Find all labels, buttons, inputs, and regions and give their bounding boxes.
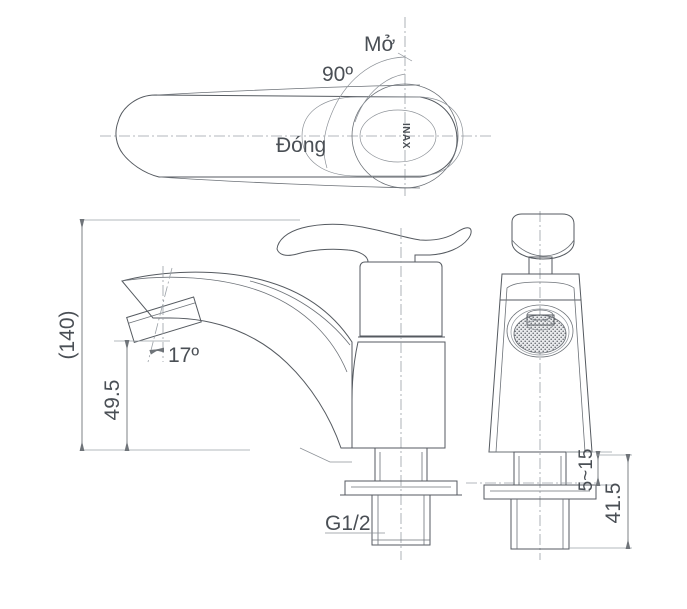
side-lever-cap-seam bbox=[511, 239, 575, 257]
aerator-center-boss bbox=[526, 314, 555, 326]
front-lever-profile bbox=[276, 223, 472, 263]
front-elevation: 17º G1/2 bbox=[121, 223, 472, 560]
open-label: Mở bbox=[364, 33, 395, 56]
side-body-inner-outline bbox=[495, 281, 586, 453]
spout-angle-label: 17º bbox=[168, 344, 199, 367]
dim-label-shank-length: 41.5 bbox=[602, 483, 625, 524]
spout-inner-line bbox=[121, 276, 348, 373]
side-lever-stem bbox=[528, 256, 553, 275]
aerator-seam bbox=[128, 302, 196, 324]
top-view-handle: Mở 90º Đóng INAX bbox=[100, 17, 492, 196]
rotation-arc-tick bbox=[397, 52, 413, 62]
aerator-recess-mid bbox=[510, 308, 570, 356]
rotation-arc-90 bbox=[323, 56, 406, 169]
spout-outline bbox=[121, 271, 353, 449]
dim-label-deck-thickness: 5~15 bbox=[576, 449, 597, 492]
aerator-mesh-face bbox=[513, 314, 567, 354]
side-cartridge-collar bbox=[499, 273, 582, 301]
dim-label-deck-thickness-group: 5~15 bbox=[576, 449, 597, 492]
dimension-set: (140) 49.5 5~15 41.5 bbox=[56, 219, 632, 549]
handle-pivot-hub bbox=[351, 83, 459, 189]
dim-label-overall-height: (140) bbox=[56, 310, 79, 359]
dim-label-overall-height-group: (140) bbox=[56, 310, 79, 359]
aerator-boss-bottom bbox=[526, 319, 554, 331]
thread-size-label: G1/2 bbox=[325, 512, 371, 535]
inax-logo: INAX bbox=[400, 123, 411, 149]
spout-top-edge bbox=[249, 280, 351, 346]
dim-label-shank-length-group: 41.5 bbox=[602, 483, 625, 524]
side-elevation bbox=[466, 211, 600, 560]
cartridge-collar bbox=[359, 261, 443, 337]
side-threaded-shank bbox=[510, 498, 570, 550]
angle-17-arc bbox=[149, 347, 165, 355]
handle-lever-outline bbox=[115, 94, 458, 178]
threaded-shank bbox=[371, 494, 431, 546]
spout-aerator-block bbox=[126, 296, 202, 343]
handle-bottom-edge bbox=[159, 176, 421, 189]
dim-label-spout-height-group: 49.5 bbox=[101, 380, 124, 421]
flange-leader bbox=[299, 447, 352, 463]
aerator-recess-outer bbox=[506, 304, 574, 358]
handle-boss-outline bbox=[301, 96, 464, 177]
aerator-axis-centerline bbox=[147, 267, 173, 363]
faucet-body-outline bbox=[351, 341, 446, 449]
handle-pivot-inner bbox=[359, 109, 437, 163]
rotation-arc-inner bbox=[354, 73, 406, 123]
close-label: Đóng bbox=[276, 134, 326, 157]
inax-logo-text: INAX bbox=[400, 123, 411, 149]
aerator-body bbox=[126, 296, 202, 343]
rotation-angle-label: 90º bbox=[322, 63, 353, 86]
side-lever-cap bbox=[511, 213, 575, 260]
dim-label-spout-height: 49.5 bbox=[101, 380, 124, 421]
